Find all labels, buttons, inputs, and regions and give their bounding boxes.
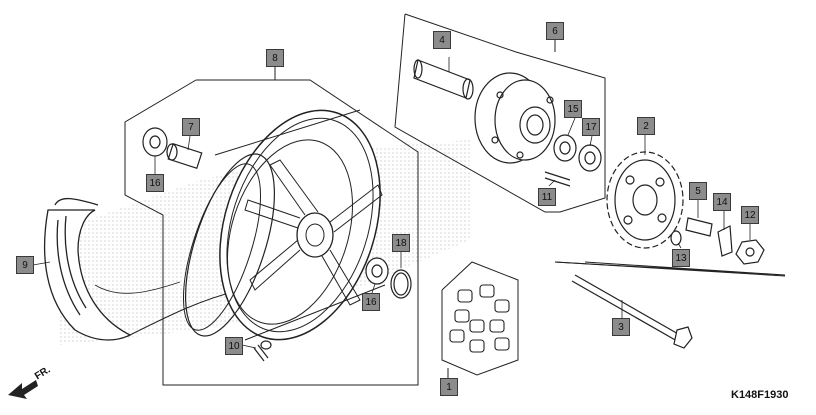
- direction-arrow-icon: [8, 380, 38, 399]
- callout-18: 18: [392, 234, 410, 252]
- callout-9: 9: [16, 256, 34, 274]
- callout-16-right: 16: [362, 293, 380, 311]
- callout-13: 13: [672, 249, 690, 267]
- callout-3: 3: [612, 318, 630, 336]
- callout-16-left: 16: [146, 174, 164, 192]
- callout-1: 1: [440, 378, 458, 396]
- diagram-code: K148F1930: [731, 389, 789, 401]
- wheel-drawing: [182, 109, 386, 341]
- hub-drawing: [474, 72, 556, 164]
- callout-14: 14: [713, 193, 731, 211]
- leader-lines: [32, 57, 751, 349]
- callout-15: 15: [564, 100, 582, 118]
- hub-bearings-drawing: [553, 134, 602, 172]
- callout-2: 2: [637, 117, 655, 135]
- callout-11: 11: [538, 188, 556, 206]
- callout-17: 17: [582, 118, 600, 136]
- group-bracket-axle: [554, 261, 786, 277]
- bearing-left-drawing: [142, 127, 203, 169]
- bearing-right-drawing: [365, 257, 412, 299]
- callout-12: 12: [741, 206, 759, 224]
- damper-drawing: [449, 284, 510, 353]
- sleeve-drawing: [413, 59, 474, 100]
- callout-10: 10: [225, 337, 243, 355]
- valve-drawing: [253, 340, 272, 362]
- callout-7: 7: [182, 118, 200, 136]
- callout-6: 6: [546, 22, 564, 40]
- callout-8: 8: [266, 49, 284, 67]
- fasteners-drawing: [670, 217, 765, 265]
- stud-drawing: [544, 171, 571, 187]
- callout-5: 5: [689, 182, 707, 200]
- callout-4: 4: [433, 31, 451, 49]
- axle-drawing: [571, 274, 693, 349]
- sprocket-drawing: [606, 151, 684, 249]
- group-bracket-hub: [394, 13, 606, 213]
